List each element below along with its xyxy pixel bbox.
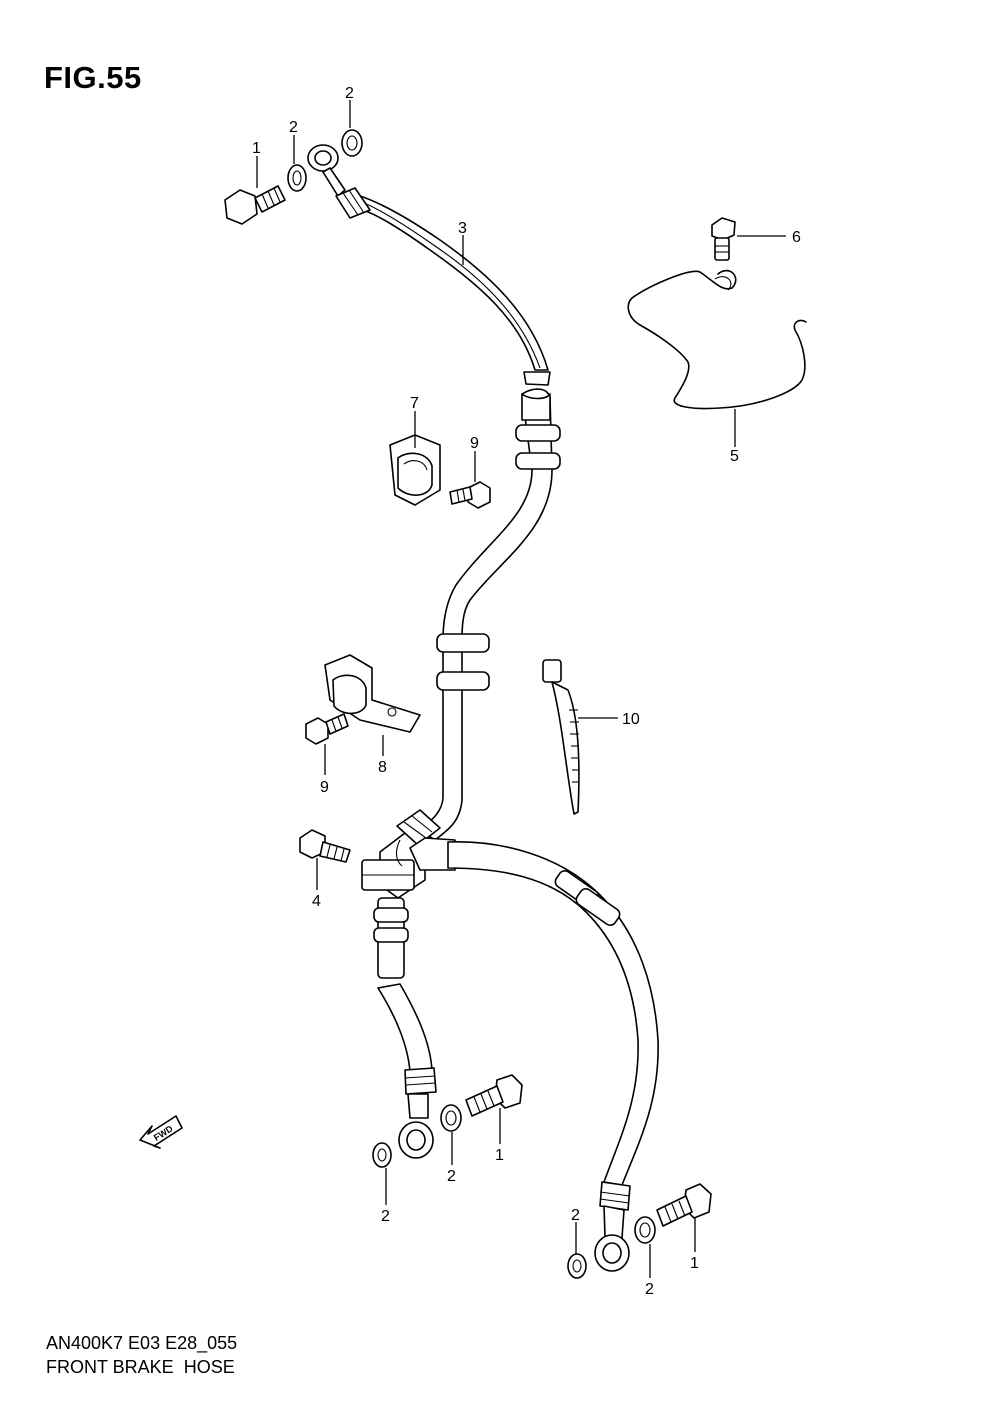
callout-2: 2 (645, 1281, 654, 1298)
callout-3: 3 (458, 220, 467, 237)
fwd-direction-arrow: FWD (139, 1115, 183, 1149)
callout-1: 1 (690, 1255, 699, 1272)
banjo-bolt-top (224, 185, 286, 225)
callout-2: 2 (381, 1208, 390, 1225)
callout-2: 2 (289, 119, 298, 136)
callout-labels: 1 2 2 3 6 5 7 9 10 8 9 4 1 2 2 2 1 2 (252, 85, 801, 1298)
leader-lines (256, 100, 786, 1278)
callout-8: 8 (378, 759, 387, 776)
callout-4: 4 (312, 893, 321, 910)
washers (287, 129, 656, 1279)
callout-9: 9 (470, 435, 479, 452)
callout-2: 2 (571, 1207, 580, 1224)
banjo-bolt-left (465, 1074, 523, 1117)
bolt-9-lower (305, 713, 349, 745)
figure-name: FRONT BRAKE HOSE (46, 1357, 235, 1377)
callout-9: 9 (320, 779, 329, 796)
callout-1: 1 (252, 140, 261, 157)
upper-brake-hose (307, 144, 551, 386)
figure-title: FIG.55 (44, 60, 142, 95)
cable-tie-10 (542, 659, 580, 815)
callout-10: 10 (622, 711, 640, 728)
callout-2: 2 (447, 1168, 456, 1185)
hose-clamp-7 (389, 434, 441, 506)
callout-2: 2 (345, 85, 354, 102)
callout-7: 7 (410, 395, 419, 412)
bolt-9-upper (449, 481, 491, 509)
callout-5: 5 (730, 448, 739, 465)
middle-brake-hose (419, 388, 561, 841)
bolt-4 (299, 829, 351, 863)
banjo-bolt-right (656, 1183, 712, 1227)
three-way-joint (361, 809, 456, 899)
left-lower-brake-hose (373, 897, 437, 1159)
callout-1: 1 (495, 1147, 504, 1164)
wire-clamp (627, 269, 807, 410)
hose-bracket-8 (324, 654, 421, 733)
model-code: AN400K7 E03 E28_055 (46, 1333, 238, 1353)
bolt-6 (711, 217, 736, 261)
right-lower-brake-hose (447, 841, 659, 1272)
callout-6: 6 (792, 229, 801, 246)
